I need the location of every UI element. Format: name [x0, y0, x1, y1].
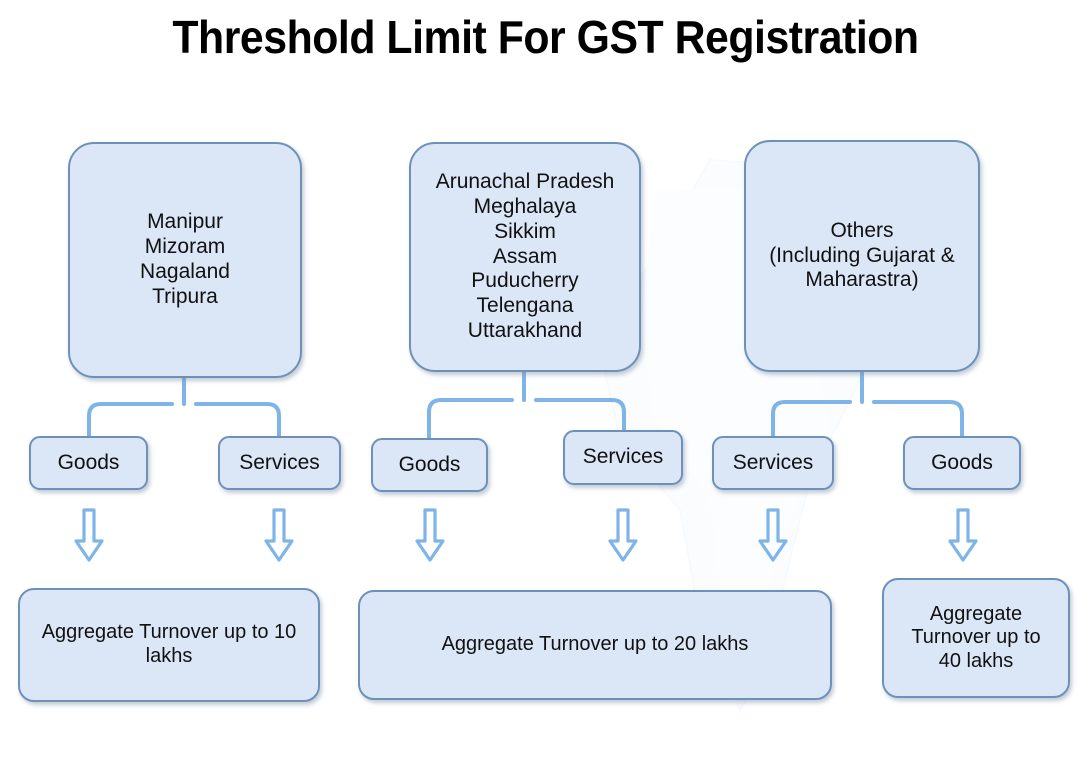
states-box-group2[interactable]: Arunachal Pradesh Meghalaya Sikkim Assam…: [409, 142, 641, 372]
branch-box-services-group1[interactable]: Services: [218, 436, 341, 490]
down-arrow-icon-2: [264, 508, 294, 562]
outcome-box-10-lakhs[interactable]: Aggregate Turnover up to 10 lakhs: [18, 588, 320, 702]
connector-right-group1: [194, 402, 281, 438]
down-arrow-icon-3: [415, 508, 445, 562]
down-arrow-icon-1: [74, 508, 104, 562]
branch-box-goods-group3[interactable]: Goods: [903, 436, 1021, 490]
states-box-group1[interactable]: Manipur Mizoram Nagaland Tripura: [68, 142, 302, 378]
down-arrow-icon-6: [948, 508, 978, 562]
down-arrow-icon-5: [758, 508, 788, 562]
down-arrow-icon-4: [608, 508, 638, 562]
branch-box-goods-group1[interactable]: Goods: [29, 436, 148, 490]
branch-box-services-group2[interactable]: Services: [563, 430, 683, 485]
connector-right-group2: [534, 398, 626, 432]
outcome-box-40-lakhs[interactable]: Aggregate Turnover up to 40 lakhs: [882, 578, 1070, 698]
connector-left-group1: [87, 402, 174, 438]
outcome-box-20-lakhs[interactable]: Aggregate Turnover up to 20 lakhs: [358, 590, 832, 700]
branch-box-services-group3[interactable]: Services: [712, 436, 834, 490]
connector-right-group3: [872, 400, 964, 438]
branch-box-goods-group2[interactable]: Goods: [371, 438, 488, 492]
states-box-group3[interactable]: Others (Including Gujarat & Maharastra): [744, 140, 980, 372]
page-title: Threshold Limit For GST Registration: [172, 11, 919, 63]
connector-left-group3: [771, 400, 852, 438]
connector-left-group2: [427, 398, 514, 440]
